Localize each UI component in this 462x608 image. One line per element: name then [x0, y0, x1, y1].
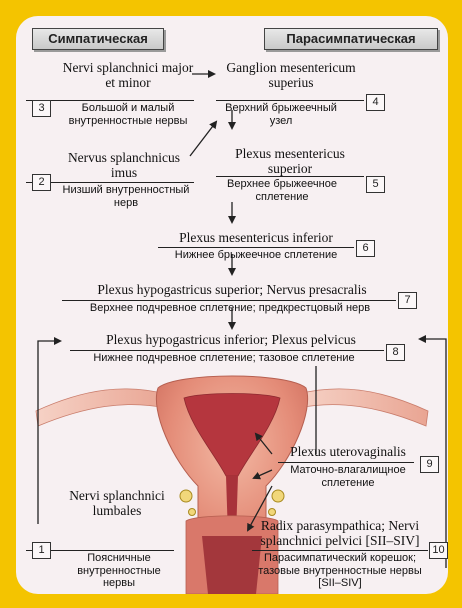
number-1: 1: [32, 542, 51, 559]
number-7: 7: [398, 292, 417, 309]
label-plexus-hypogastricus-inferior: Plexus hypogastricus inferior; Plexus pe…: [66, 332, 396, 347]
label-nervus-splanchnicus-imus: Nervus splanchnicus imus: [56, 150, 192, 180]
label-ganglion-mesentericum-superius: Ganglion mesentericum superius: [216, 60, 366, 90]
label-nizhnee-podchrevnoe-spletenie: Нижнее подчревное сплетение; тазовое спл…: [64, 352, 384, 365]
label-plexus-mesentericus-superior: Plexus mesentericus superior: [216, 146, 364, 176]
label-nervi-splanchnici-major-minor: Nervi splanchnici major et minor: [60, 60, 196, 90]
divider-10: [252, 550, 428, 551]
number-2: 2: [32, 174, 51, 191]
number-9: 9: [420, 456, 439, 473]
number-5: 5: [366, 176, 385, 193]
label-verkhnee-bryzheechnoe-spletenie: Верхнее брыжеечное сплетение: [220, 178, 344, 203]
diagram-panel: Симпатическая Парасимпатическая: [16, 16, 448, 594]
number-3: 3: [32, 100, 51, 117]
label-matochno-vlagalishchnoe-spletenie: Маточно-влагалищное сплетение: [278, 464, 418, 489]
number-6: 6: [356, 240, 375, 257]
label-radix-parasympathica: Radix parasympathica; Nervi splanchnici …: [252, 518, 428, 548]
label-nizshiy-vnutrennostnyy-nerv: Низший внутренностный нерв: [58, 184, 194, 209]
divider-2: [26, 182, 194, 183]
number-10: 10: [429, 542, 448, 559]
divider-7: [62, 300, 396, 301]
divider-6: [158, 247, 354, 248]
label-verkhniy-bryzheechnyy-uzel: Верхний брыжеечный узел: [216, 102, 346, 127]
divider-9: [278, 462, 414, 463]
label-nizhnee-bryzheechnoe-spletenie: Нижнее брыжеечное сплетение: [156, 249, 356, 262]
divider-8: [70, 350, 384, 351]
label-plexus-hypogastricus-superior: Plexus hypogastricus superior; Nervus pr…: [62, 282, 402, 297]
divider-5: [216, 176, 364, 177]
divider-3: [26, 100, 194, 101]
label-plexus-mesentericus-inferior: Plexus mesentericus inferior: [156, 230, 356, 245]
label-nervi-splanchnici-lumbales: Nervi splanchnici lumbales: [64, 488, 170, 518]
label-parasimpaticheskiy-koreshok: Парасимпатический корешок; тазовые внутр…: [252, 552, 428, 590]
label-poyasnichnye-nervy: Поясничные внутренностные нервы: [64, 552, 174, 590]
label-bolshoy-malyy-nervy: Большой и малый внутренностные нервы: [60, 102, 196, 127]
divider-4: [216, 100, 364, 101]
number-8: 8: [386, 344, 405, 361]
label-plexus-uterovaginalis: Plexus uterovaginalis: [278, 444, 418, 459]
number-4: 4: [366, 94, 385, 111]
label-verkhnee-podchrevnoe-spletenie: Верхнее подчревное сплетение; предкрестц…: [60, 302, 400, 315]
